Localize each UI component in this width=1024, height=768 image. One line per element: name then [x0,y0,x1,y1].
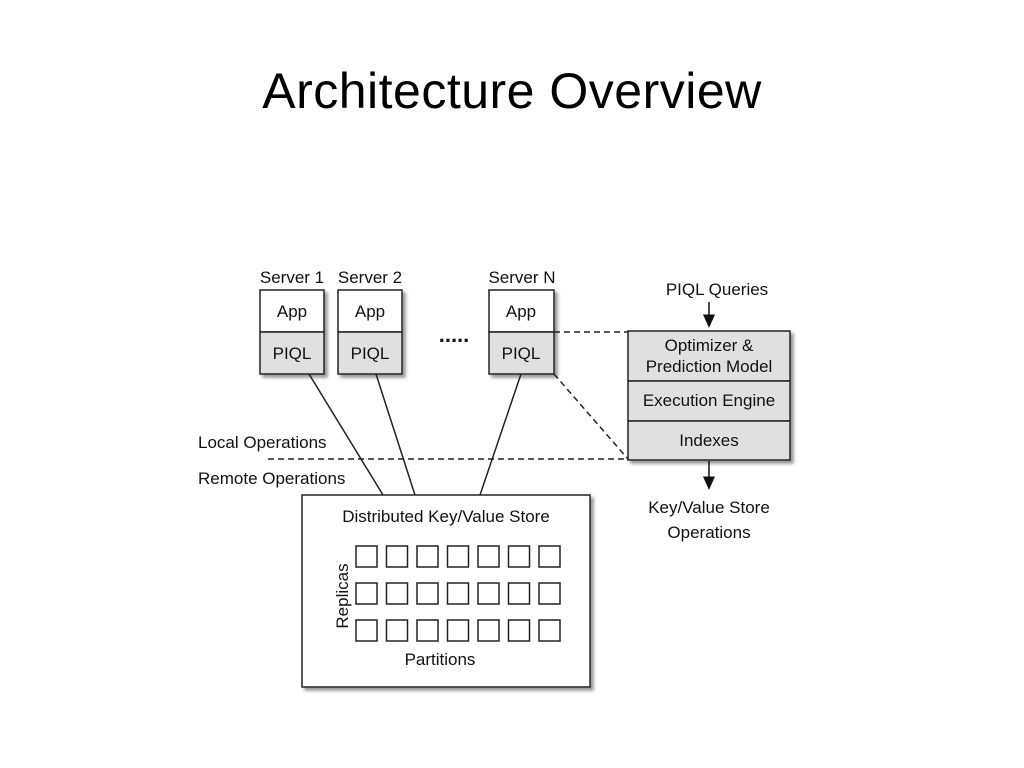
partition-cell [385,582,409,605]
partition-cell [355,582,378,605]
partition-cell [355,545,378,568]
replicas-label: Replicas [333,563,352,628]
server-1-label: Server 1 [260,268,324,287]
partition-cell [385,619,409,642]
partition-cell [538,545,561,568]
server-2-connector [375,373,416,496]
local-operations-label: Local Operations [198,433,327,452]
partition-cell [477,582,500,605]
optimizer-label-line2: Prediction Model [646,357,773,376]
server-n-label: Server N [488,268,555,287]
partition-cell [416,619,439,642]
kv-ops-label-line2: Operations [667,523,750,542]
engine-stack [627,330,791,461]
zoom-line-bottom [553,373,629,460]
server-2-app: App [355,302,385,321]
server-1-box [259,289,325,375]
kv-partition-grid [355,545,561,642]
server-1-connector [308,373,384,496]
partition-cell [446,545,470,568]
server-n-box [488,289,555,375]
server-n-app: App [506,302,536,321]
partition-cell [507,582,531,605]
servers-ellipsis: ..... [439,322,470,347]
server-1-piql: PIQL [273,344,312,363]
piql-queries-label: PIQL Queries [666,280,768,299]
partition-cell [416,582,439,605]
server-2-box [337,289,403,375]
partitions-label: Partitions [405,650,476,669]
indexes-label: Indexes [679,431,739,450]
partition-cell [538,619,561,642]
partition-cell [355,619,378,642]
slide-title: Architecture Overview [262,63,762,119]
partition-cell [446,582,470,605]
execution-engine-label: Execution Engine [643,391,775,410]
server-n-connector [479,373,522,496]
partition-cell [385,545,409,568]
partition-cell [477,545,500,568]
partition-cell [446,619,470,642]
partition-cell [538,582,561,605]
partition-cell [477,619,500,642]
optimizer-label-line1: Optimizer & [665,336,754,355]
server-1-app: App [277,302,307,321]
partition-cell [507,545,531,568]
kv-store-title: Distributed Key/Value Store [342,507,550,526]
partition-cell [507,619,531,642]
server-2-label: Server 2 [338,268,402,287]
partition-cell [416,545,439,568]
server-n-piql: PIQL [502,344,541,363]
remote-operations-label: Remote Operations [198,469,345,488]
kv-ops-label-line1: Key/Value Store [648,498,770,517]
server-2-piql: PIQL [351,344,390,363]
